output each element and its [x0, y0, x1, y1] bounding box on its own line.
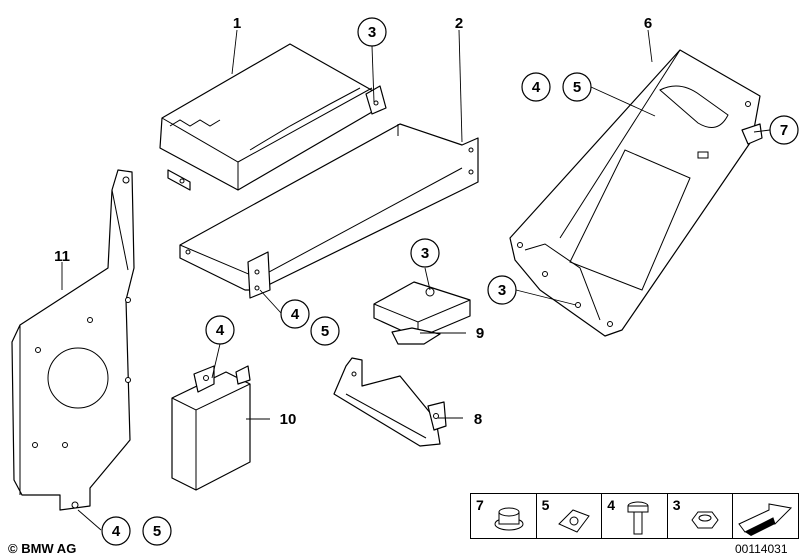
clip-nut-icon	[557, 509, 590, 533]
callout-circle	[487, 275, 517, 305]
callout-4: 4	[532, 79, 541, 96]
legend-item-arrow	[733, 494, 798, 538]
callout-3: 3	[498, 282, 506, 299]
legend-number: 4	[607, 497, 615, 513]
callout-1: 1	[233, 15, 241, 32]
part-module-10	[171, 365, 251, 491]
legend-item-hex-nut: 3	[668, 494, 734, 538]
hex-nut-icon	[691, 511, 719, 529]
callout-10: 10	[280, 411, 297, 428]
callout-circle	[205, 315, 235, 345]
callout-4: 4	[216, 322, 225, 339]
part-mount-plate-11	[11, 169, 135, 511]
legend-number: 5	[541, 497, 550, 513]
part-control-unit-1	[159, 43, 387, 191]
callout-7: 7	[780, 122, 788, 139]
callout-11: 11	[54, 248, 70, 265]
diagram-id: 00114031	[735, 542, 788, 556]
copyright: © BMW AG	[8, 541, 77, 556]
callout-6: 6	[644, 15, 652, 32]
callout-circle	[142, 516, 172, 546]
callout-3: 3	[368, 24, 376, 41]
hardware-legend: 7 5 4 3	[470, 493, 799, 539]
legend-number: 3	[672, 497, 681, 513]
callout-circle	[562, 72, 592, 102]
callout-5: 5	[153, 523, 161, 540]
callout-circle	[521, 72, 551, 102]
leader-lines	[61, 29, 771, 531]
legend-item-clip-nut: 5	[537, 494, 603, 538]
part-tray-bracket-2	[179, 123, 479, 299]
callout-5: 5	[321, 323, 329, 340]
legend-item-nut: 7	[471, 494, 537, 538]
callout-4: 4	[112, 523, 121, 540]
legend-number: 7	[476, 497, 484, 513]
callout-circle	[280, 299, 310, 329]
callout-circle	[410, 238, 440, 268]
arrow-icon	[738, 503, 793, 536]
callout-8: 8	[474, 411, 482, 428]
callout-3: 3	[421, 245, 429, 262]
legend-item-bolt: 4	[602, 494, 668, 538]
callout-circle	[769, 115, 799, 145]
callout-circle	[101, 516, 131, 546]
callout-2: 2	[455, 15, 463, 32]
callout-9: 9	[476, 325, 484, 342]
callout-4: 4	[291, 306, 300, 323]
callout-circle	[357, 17, 387, 47]
callout-circle	[310, 316, 340, 346]
bolt-icon	[627, 501, 649, 535]
part-bent-bracket-8	[333, 357, 447, 447]
nut-icon	[494, 507, 524, 531]
callout-5: 5	[573, 79, 581, 96]
part-support-plate-6	[509, 49, 763, 337]
callouts: 1 3 2 6 4 5 7 11 4 5 3 9 3 4 10 8 4 5	[54, 15, 799, 546]
part-bracket-block-9	[373, 281, 471, 345]
